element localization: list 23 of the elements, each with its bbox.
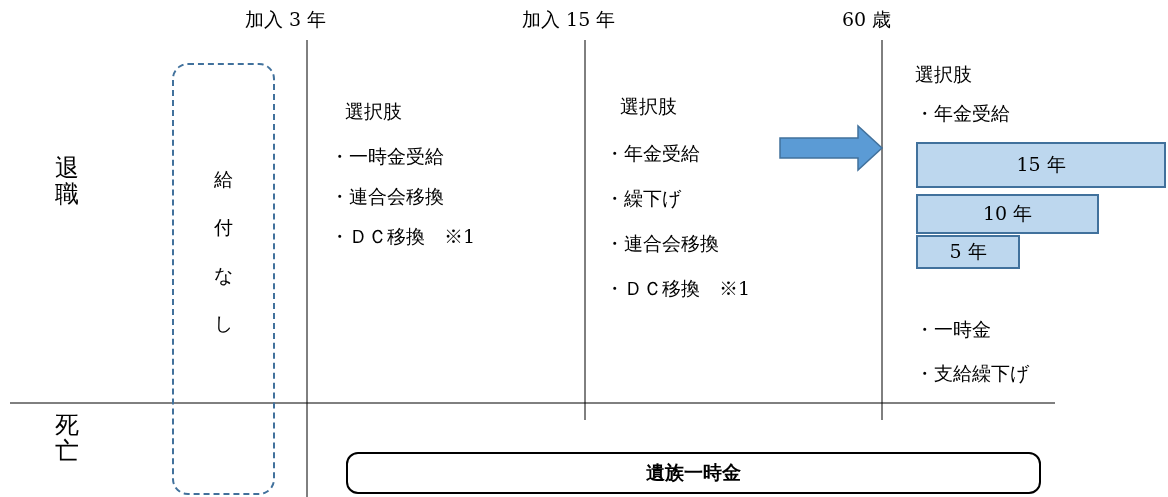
row-header: 退職 <box>55 155 80 208</box>
list-item: ・連合会移換 <box>605 232 719 255</box>
list-item: ・年金受給 <box>915 102 1010 125</box>
heading: 選択肢 <box>620 95 677 118</box>
list-item: ・一時金 <box>915 318 991 341</box>
heading: 選択肢 <box>915 63 972 86</box>
duration-bar: 5 年 <box>916 235 1020 269</box>
duration-bar: 10 年 <box>916 194 1099 234</box>
list-item: ・ＤＣ移換 ※1 <box>605 277 751 300</box>
list-item: ・ＤＣ移換 ※1 <box>330 225 476 248</box>
list-item: ・一時金受給 <box>330 145 444 168</box>
axis-label: 60 歳 <box>842 8 892 31</box>
row-header: 死亡 <box>55 412 80 465</box>
list-item: ・繰下げ <box>605 187 681 210</box>
list-item: ・年金受給 <box>605 142 700 165</box>
list-item: ・連合会移換 <box>330 185 444 208</box>
duration-bar: 15 年 <box>916 142 1166 188</box>
list-item: ・支給繰下げ <box>915 362 1029 385</box>
dashed-rounded-box: 給付なし <box>172 63 275 495</box>
axis-label: 加入 15 年 <box>522 8 616 31</box>
heading: 選択肢 <box>345 100 402 123</box>
rounded-box: 遺族一時金 <box>346 452 1041 494</box>
axis-label: 加入 3 年 <box>245 8 327 31</box>
